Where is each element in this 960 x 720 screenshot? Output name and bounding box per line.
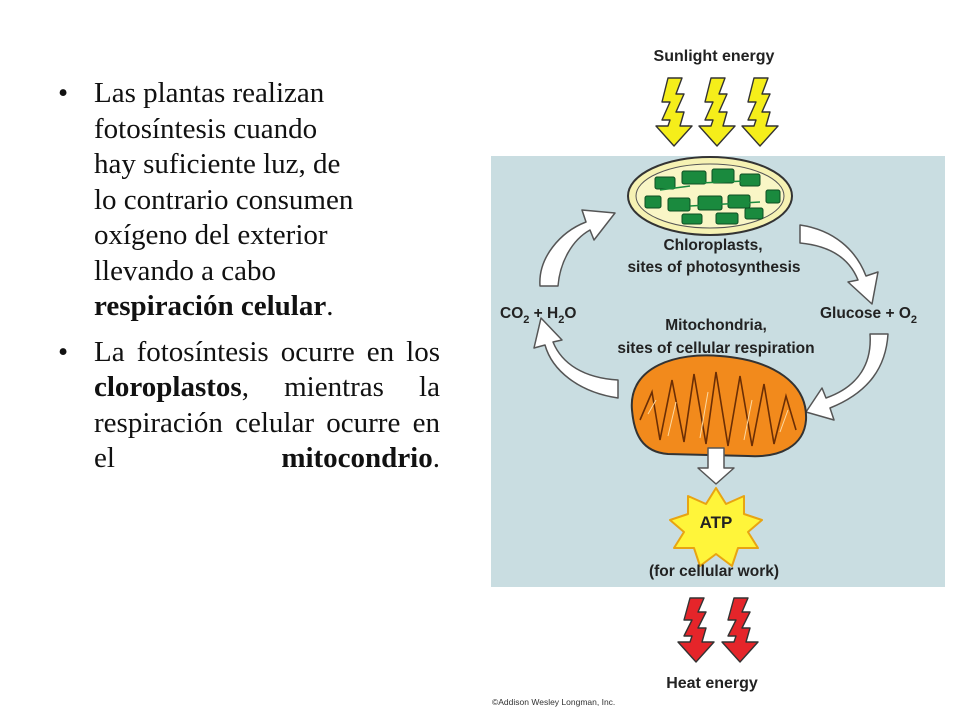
atp-burst-icon [669,487,763,567]
bullet-end: . [432,442,440,474]
sunlight-arrows [655,77,779,147]
heat-arrow-icon [721,597,759,663]
sunlight-arrow-icon [741,77,779,147]
cycle-arrows [533,209,889,421]
arrow-to-chloroplast-icon [539,209,616,287]
mitochondrion-icon [630,354,808,458]
atp-label: ATP [700,513,733,532]
bullet-line: fotosíntesis cuando [94,112,318,145]
bold-term-mitocondrio: mitocondrio [281,442,433,474]
mitochondria-subtitle: sites of cellular respiration [617,340,814,357]
chloroplast-title: Chloroplasts, [663,237,762,254]
bullet-list: Las plantas realizan fotosíntesis cuando… [56,76,440,487]
co2-text: CO [500,305,523,322]
glucose-text: Glucose + O [820,305,911,322]
arrow-to-atp-icon [697,447,735,485]
sunlight-arrow-icon [655,77,693,147]
atp-note: (for cellular work) [649,563,779,580]
chloroplast-subtitle: sites of photosynthesis [627,259,800,276]
h2o-o-text: O [564,305,576,322]
sunlight-label: Sunlight energy [654,48,775,65]
arrow-to-glucose-icon [799,224,879,305]
bold-term-respiration: respiración celular [94,290,327,322]
mitochondria-title: Mitochondria, [665,317,767,334]
copyright-text: ©Addison Wesley Longman, Inc. [492,697,615,707]
bullet-line: oxígeno del exterior [94,219,328,251]
co2-h2o-label: CO2 + H2O [500,305,576,326]
bullet-line: lo contrario consumen [94,183,354,216]
bold-term-cloroplastos: cloroplastos [94,371,242,403]
h2o-text: + H [529,305,558,322]
bullet-text: La fotosíntesis ocurre en los [94,335,440,368]
bullet-respiration: Las plantas realizan fotosíntesis cuando… [56,76,440,325]
heat-arrows [677,597,759,663]
h2o-subscript: 2 [558,314,564,326]
bullet-line-last: respiración celular. [94,289,440,325]
bullet-organelles: La fotosíntesis ocurre en los cloroplast… [56,335,440,477]
bullet-text: , mientras la respiración celular ocurre… [94,371,440,474]
bullet-line: hay suficiente luz, de [94,148,341,180]
chloroplast-icon [627,156,793,236]
o2-subscript: 2 [911,314,917,326]
arrow-to-co2-icon [533,317,619,399]
bullet-line: Las plantas realizan [94,77,325,109]
heat-label: Heat energy [666,675,758,692]
glucose-o2-label: Glucose + O2 [820,305,917,326]
co2-subscript: 2 [523,314,529,326]
sunlight-arrow-icon [698,77,736,147]
bullet-end: . [326,290,334,322]
heat-arrow-icon [677,597,715,663]
bullet-line: llevando a cabo [94,254,276,287]
